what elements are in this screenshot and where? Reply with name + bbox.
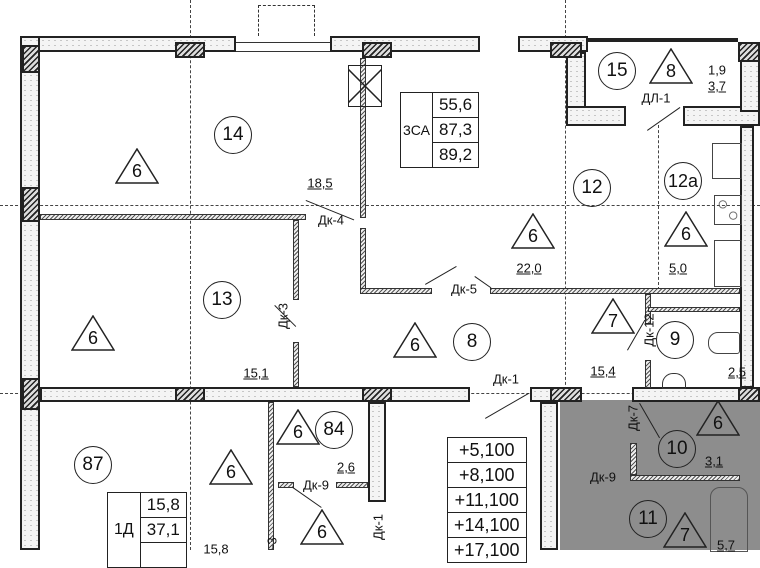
axis-line: [565, 0, 566, 400]
door-label: Дк-5: [450, 281, 478, 297]
column: [22, 45, 40, 73]
room-type-marker: 6: [696, 400, 740, 436]
column: [550, 42, 582, 58]
room-area: 3,7: [707, 78, 727, 94]
balcony-outline: [258, 5, 315, 36]
room-type-marker: 8: [649, 48, 693, 84]
partition: [360, 288, 432, 294]
fridge-icon: [712, 143, 742, 179]
wall: [740, 52, 760, 112]
door-label: Дк-9: [302, 477, 330, 493]
partition: [40, 214, 306, 220]
room-number: 12: [573, 169, 611, 207]
partition: [293, 220, 299, 300]
column: [175, 42, 205, 58]
room-area: 2,6: [336, 459, 356, 475]
toilet-icon: [708, 332, 740, 354]
partition: [360, 58, 366, 218]
room-area: 5,7: [716, 537, 736, 553]
door-label: Дк-1: [370, 513, 386, 541]
room-number: 13: [203, 281, 241, 319]
stove-icon: [714, 195, 742, 225]
room-type-marker: 6: [664, 211, 708, 247]
elevation-table: +5,100 +8,100 +11,100 +14,100 +17,100: [447, 437, 527, 563]
partition: [268, 402, 274, 550]
column: [550, 387, 582, 402]
door-label: Дк-12: [641, 313, 657, 347]
room-type-marker: 6: [209, 449, 253, 485]
column: [362, 42, 392, 58]
door-label: Дк-1: [492, 371, 520, 387]
door-swing: [647, 107, 681, 132]
washbasin-icon: [662, 373, 686, 389]
room-type-marker: 6: [300, 509, 344, 545]
column: [175, 387, 205, 402]
window: [235, 42, 332, 52]
axis-line: [190, 0, 191, 550]
partition: [293, 342, 299, 387]
room-type-marker: 6: [393, 322, 437, 358]
room-type-marker: 7: [591, 298, 635, 334]
door-label: ДЛ-1: [641, 90, 671, 106]
partition: [336, 482, 368, 488]
partition: [360, 228, 366, 294]
room-number: 87: [74, 446, 112, 484]
room-area: 15,4: [590, 363, 616, 379]
sink-icon: [714, 240, 742, 287]
wall: [586, 38, 738, 42]
axis-line: [658, 125, 659, 290]
room-area: 22,0: [516, 260, 542, 276]
room-number: 15: [598, 52, 636, 90]
column: [738, 387, 760, 402]
ventilation-shaft-icon: [348, 65, 382, 107]
wall: [740, 126, 754, 388]
room-area: 18,5: [307, 175, 333, 191]
room-type-marker: 6: [511, 213, 555, 249]
wall: [20, 36, 40, 550]
door-label: Дк-7: [625, 404, 641, 432]
door-label: Дк-4: [317, 212, 345, 228]
wall: [632, 387, 760, 402]
door-swing: [485, 393, 529, 420]
wall: [40, 387, 470, 402]
wall: [566, 106, 626, 126]
room-type-marker: 6: [276, 409, 320, 445]
room-type-marker: 7: [663, 512, 707, 548]
room-number: 84: [315, 411, 353, 449]
wall: [330, 36, 480, 52]
room-area: 3,1: [704, 453, 724, 469]
partition: [278, 482, 294, 488]
room-type-marker: 6: [71, 315, 115, 351]
wall: [540, 402, 558, 550]
room-number: 10: [658, 430, 696, 468]
room-area: 1,9: [707, 62, 727, 78]
partition: [630, 475, 740, 481]
room-area: 15,8: [203, 541, 229, 557]
partition: [630, 443, 637, 475]
axis-line: [0, 205, 760, 206]
partition: [645, 360, 651, 388]
room-type-marker: 6: [115, 148, 159, 184]
column: [22, 378, 40, 410]
wall: [368, 402, 386, 502]
room-number: 8: [453, 323, 491, 361]
door-label: Дк-3: [275, 302, 291, 330]
room-number: 11: [629, 500, 667, 538]
column: [738, 42, 760, 62]
column: [362, 387, 392, 402]
room-area: 2,5: [727, 364, 747, 380]
room-number: 12а: [664, 162, 702, 200]
room-number: 14: [214, 116, 252, 154]
room-area: 15,1: [243, 365, 269, 381]
door-label: Дк-9: [589, 469, 617, 485]
room-area: 5,0: [668, 260, 688, 276]
door-label: -3: [264, 537, 280, 549]
room-number: 9: [656, 321, 694, 359]
partition: [648, 307, 740, 312]
column: [22, 187, 40, 222]
partition: [490, 288, 740, 294]
